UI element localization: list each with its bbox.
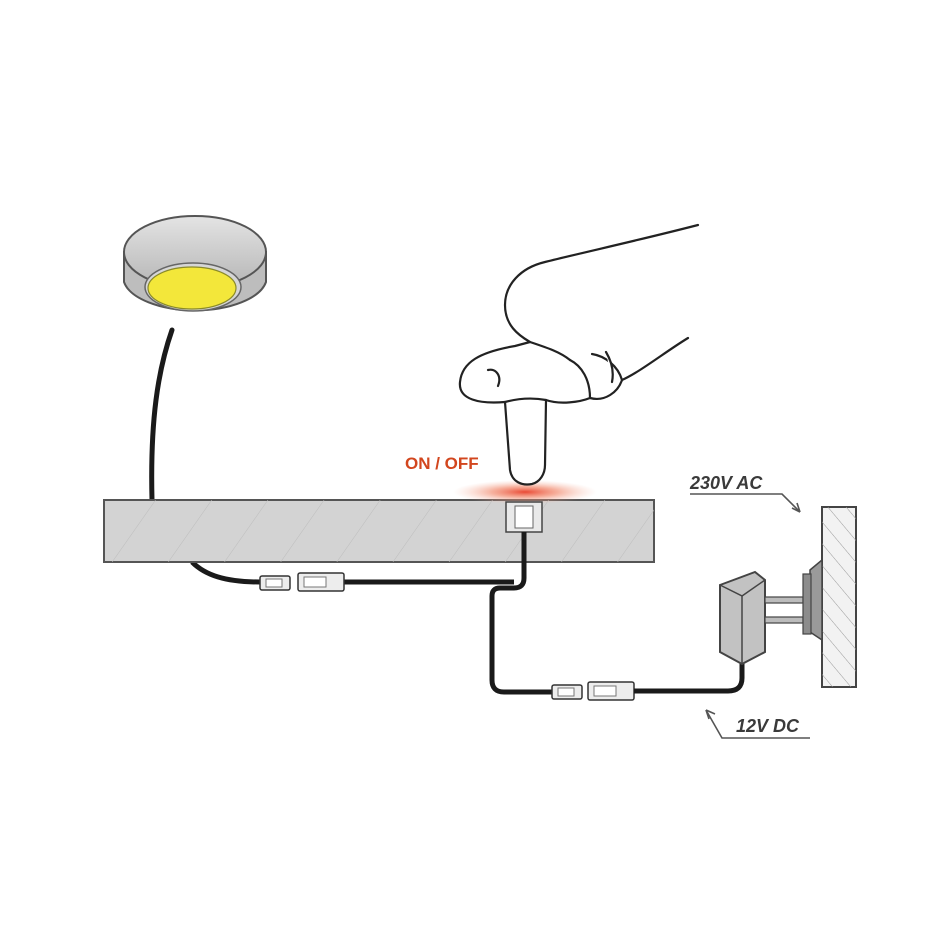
touch-glow (453, 480, 597, 504)
switch-label: ON / OFF (405, 454, 479, 473)
touch-switch (505, 501, 543, 533)
wall-socket-icon (802, 506, 857, 688)
label-leader-12v (705, 709, 810, 739)
power-adapter-icon (719, 570, 804, 666)
label-leader-230v (690, 493, 801, 513)
cable-connector-icon (259, 572, 345, 592)
switch-cable (489, 532, 552, 695)
adapter-cable (634, 655, 745, 694)
led-puck-light-icon (123, 215, 267, 312)
mains-voltage-label: 230V AC (689, 473, 763, 493)
hand-pointer-icon (458, 223, 700, 486)
cable-connector-icon (551, 681, 635, 701)
shelf-under-cable-left (190, 560, 261, 585)
puck-cable (149, 327, 175, 503)
dc-voltage-label: 12V DC (736, 716, 800, 736)
shelf-board (103, 499, 655, 563)
